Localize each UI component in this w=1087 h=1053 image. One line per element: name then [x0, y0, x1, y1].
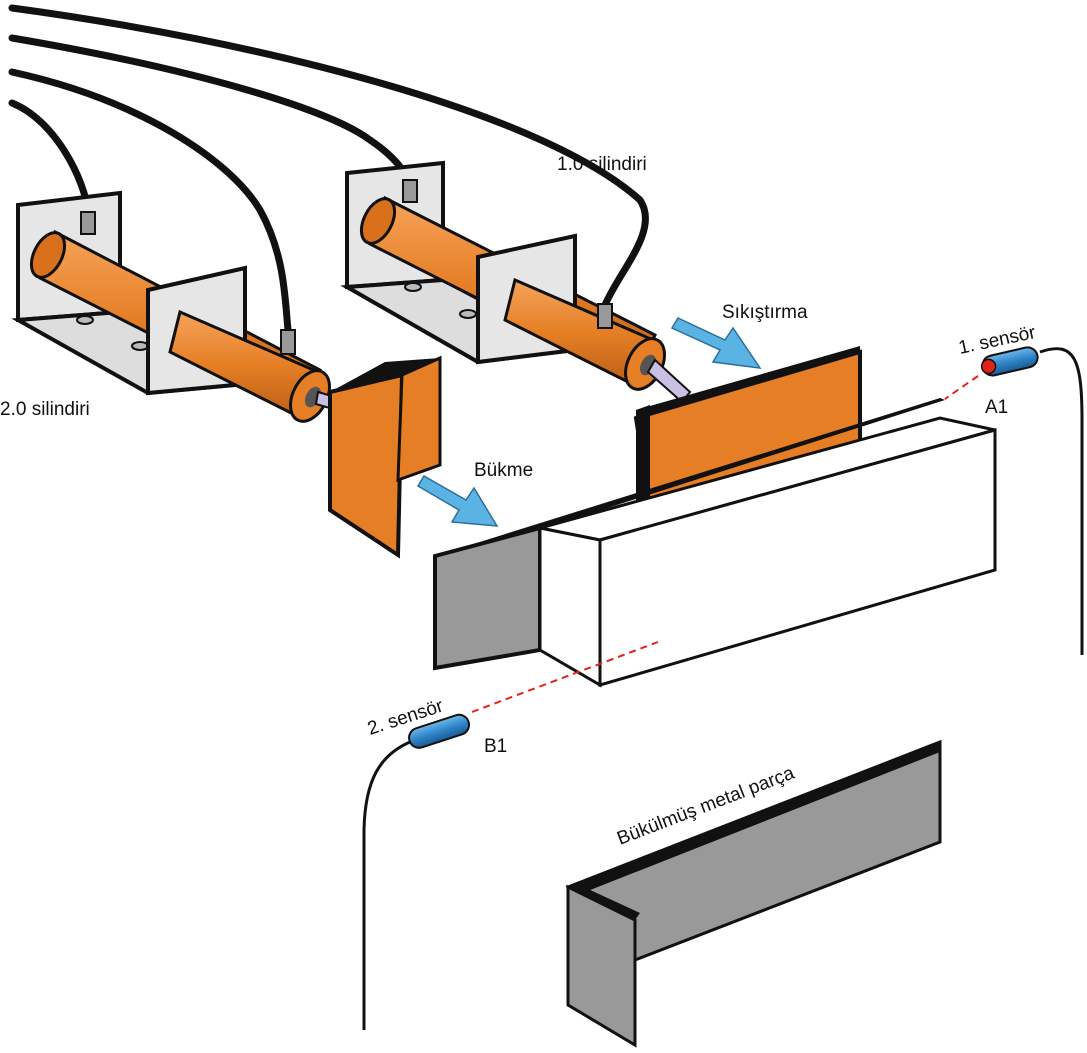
anvil-block-front — [540, 528, 600, 685]
label-cylinder-2: 2.0 silindiri — [0, 399, 90, 420]
label-clamp: Sıkıştırma — [722, 302, 808, 323]
sensor-2-cable — [364, 742, 410, 1030]
clamp-arrow-icon — [672, 318, 760, 368]
bending-plate — [330, 375, 402, 555]
bend-arrow-icon — [418, 476, 497, 526]
label-sensor-1-code: A1 — [985, 397, 1008, 418]
label-sensor-2-code: B1 — [484, 736, 507, 757]
sensor-1-cable — [1040, 349, 1082, 655]
label-cylinder-1: 1.0 silindiri — [557, 154, 647, 175]
sensor-1-beam — [945, 376, 978, 399]
label-bend: Bükme — [474, 460, 533, 481]
hose-cyl2-rear — [12, 103, 88, 212]
